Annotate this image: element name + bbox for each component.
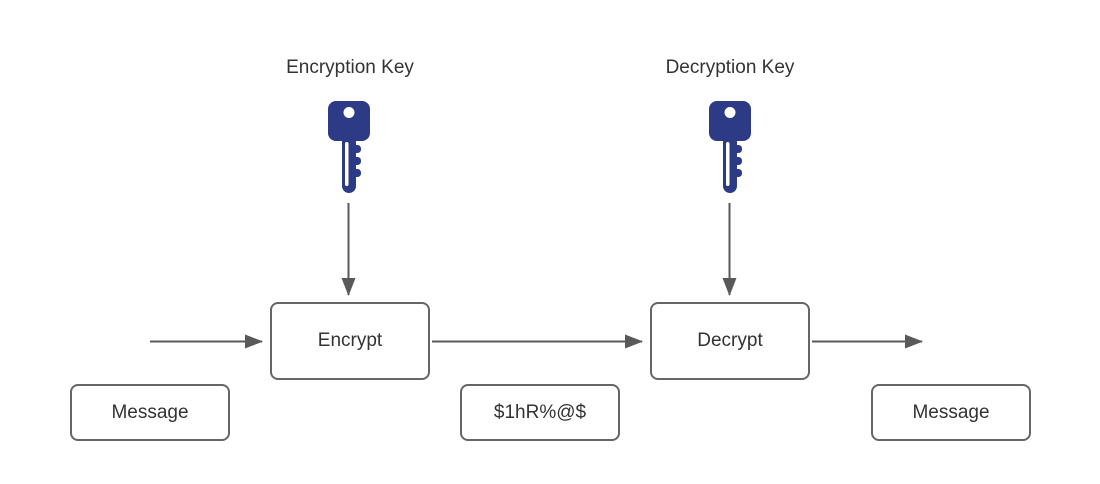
ciphertext-label: $1hR%@$ bbox=[493, 401, 587, 423]
decryption-key-label: Decryption Key bbox=[665, 57, 795, 78]
encrypt-node: Encrypt bbox=[270, 302, 430, 380]
message-output-label: Message bbox=[912, 401, 990, 423]
decryption-key-icon bbox=[709, 101, 751, 193]
encrypt-node-label: Encrypt bbox=[317, 330, 383, 351]
ciphertext-node: $1hR%@$ bbox=[460, 384, 620, 441]
encryption-key-icon bbox=[328, 101, 370, 193]
decrypt-node: Decrypt bbox=[650, 302, 810, 380]
message-input-node: Message bbox=[70, 384, 230, 441]
message-input-label: Message bbox=[111, 401, 189, 423]
message-output-node: Message bbox=[871, 384, 1031, 441]
encryption-key-label: Encryption Key bbox=[286, 57, 414, 78]
decrypt-node-label: Decrypt bbox=[697, 330, 763, 351]
